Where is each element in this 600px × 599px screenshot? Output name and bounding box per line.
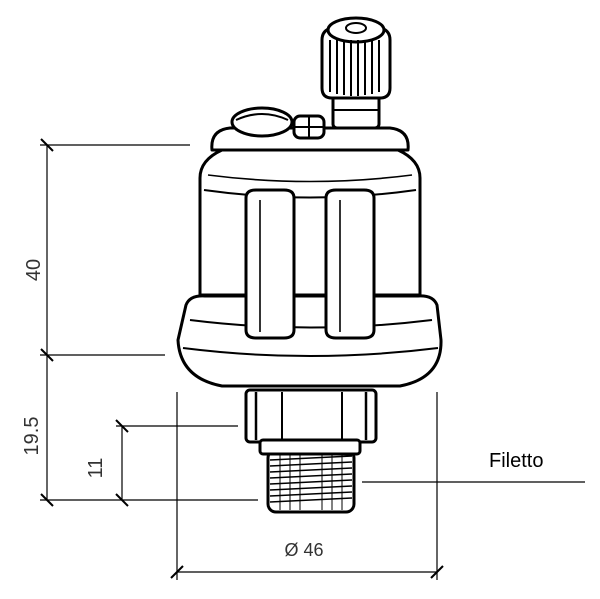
dimension-40-label: 40 [23,259,45,281]
thread-label: Filetto [489,450,543,472]
hex-nut [244,388,378,456]
terminal-screw [292,114,326,140]
terminal-knob [320,16,392,130]
top-cap [210,106,410,152]
base-flange [176,294,443,388]
dimension-11-label: 11 [85,458,107,479]
dimension-diameter-label: Ø 46 [284,540,323,560]
pressure-sensor [176,16,443,514]
dimension-19-5-label: 19.5 [21,417,43,456]
dimension-lines [40,138,585,580]
sensor-body [198,148,422,340]
thread-fitting [266,448,356,514]
